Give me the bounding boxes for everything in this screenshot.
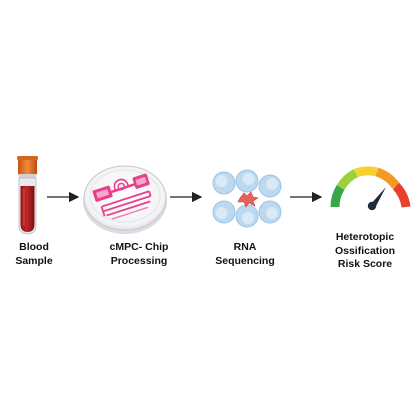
- blood-tube-icon: [17, 156, 38, 235]
- cell-bottom-right: [258, 200, 282, 224]
- step-label-blood-sample: Blood Sample: [10, 241, 58, 268]
- step-label-risk-score: Heterotopic Ossification Risk Score: [318, 231, 412, 272]
- label-line: Sample: [15, 254, 53, 267]
- cell-top-mid: [235, 169, 259, 193]
- label-line: Blood: [19, 241, 49, 253]
- label-line: Ossification: [334, 244, 396, 257]
- label-line: Processing: [110, 254, 168, 267]
- cell-top-left: [212, 171, 236, 195]
- step-label-cmpc-chip: cMPC- Chip Processing: [93, 241, 185, 268]
- microfluidic-chip-icon: [83, 165, 167, 234]
- label-line: RNA: [233, 241, 257, 253]
- label-line: cMPC- Chip: [109, 241, 169, 253]
- label-line: Heterotopic: [335, 231, 395, 243]
- cell-bottom-left: [212, 200, 236, 224]
- cells-icon: [212, 169, 282, 228]
- cell-bottom-mid: [235, 204, 259, 228]
- label-line: Risk Score: [337, 258, 393, 270]
- label-line: Sequencing: [215, 254, 275, 267]
- gauge-needle: [367, 187, 386, 211]
- step-label-rna-sequencing: RNA Sequencing: [205, 241, 285, 268]
- center-cell: [237, 191, 259, 208]
- cell-top-right: [258, 174, 282, 198]
- gauge-icon: [330, 166, 411, 211]
